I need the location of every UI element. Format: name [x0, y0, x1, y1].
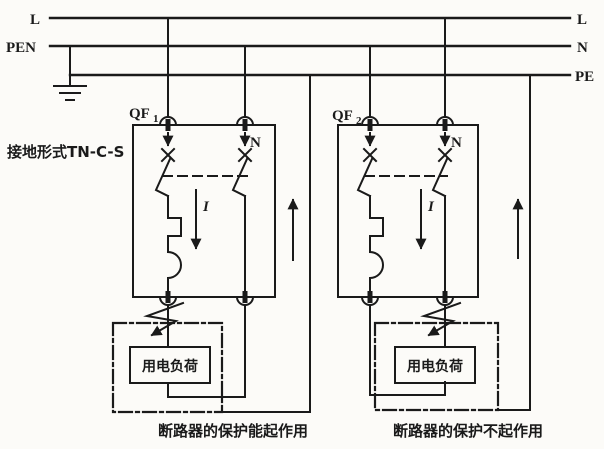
service-earth — [53, 45, 87, 101]
qf2-terminal-bump — [435, 116, 455, 127]
c1-load-label: 用电负荷 — [142, 358, 198, 375]
breaker-qf2: QF 2 N — [332, 108, 479, 306]
bus-label-l-left: L — [30, 12, 40, 28]
qf1-blade-left — [154, 157, 172, 198]
qf1-name: QF — [129, 106, 150, 122]
qf1-terminal-pin — [242, 119, 248, 131]
qf2-label: QF 2 — [332, 108, 362, 127]
earth-ground-icon — [53, 85, 87, 101]
qf2-frame — [337, 124, 479, 298]
qf1-name-sub: 1 — [153, 113, 159, 125]
qf2-thermal-release — [369, 195, 384, 253]
qf1-terminal-pin — [165, 119, 171, 131]
bus-label-pe-right: PE — [575, 69, 594, 85]
qf2-name-sub: 2 — [356, 115, 362, 127]
qf2-neutral-pole-label: N — [451, 135, 462, 151]
qf1-contact-x-icon — [160, 147, 253, 163]
qf1-magnetic-release — [166, 250, 182, 292]
qf1-blade-right — [231, 157, 249, 198]
c1-neutral-return — [167, 304, 246, 398]
c2-load-box — [394, 346, 476, 384]
qf1-terminal-pin — [165, 291, 171, 303]
qf2-terminal-pin — [442, 291, 448, 303]
c2-fault-arrow-icon — [420, 301, 462, 337]
bus-label-l-right: L — [577, 12, 587, 28]
qf1-terminal-bump — [235, 116, 255, 127]
qf1-terminal-pin — [242, 291, 248, 303]
c2-caption: 断路器的保护不起作用 — [393, 422, 543, 440]
qf2-blade-right — [431, 157, 449, 198]
qf1-label: QF 1 — [129, 106, 159, 125]
qf1-current-label: I — [202, 199, 210, 215]
qf2-name: QF — [332, 108, 353, 124]
c1-load: 用电负荷 — [129, 346, 211, 384]
bus-label-pen-left: PEN — [6, 40, 36, 56]
qf2-blade-left — [356, 157, 374, 198]
distribution-buses: L PEN L N PE — [6, 12, 594, 85]
qf1-terminal-bump — [158, 116, 178, 127]
circuit-1: QF 1 N — [111, 17, 311, 440]
earthing-form-label: 接地形式TN-C-S — [7, 143, 124, 161]
qf2-current-label: I — [427, 199, 435, 215]
qf2-terminal-bump — [360, 116, 380, 127]
c1-load-box — [129, 346, 211, 384]
c2-load-label: 用电负荷 — [407, 358, 463, 375]
c2-return-conductor — [369, 304, 446, 396]
qf1-thermal-release — [167, 195, 182, 253]
qf2-contact-x-icon — [362, 147, 453, 163]
qf1-neutral-pole-label: N — [250, 135, 261, 151]
circuit-2: QF 2 N — [332, 17, 543, 440]
c2-pe-bond-wire — [497, 74, 531, 411]
qf1-frame — [132, 124, 276, 298]
qf2-magnetic-release — [368, 250, 384, 292]
c1-pe-bond-wire — [221, 74, 311, 413]
qf2-terminal-pin — [442, 119, 448, 131]
breaker-qf1: QF 1 N — [129, 106, 276, 306]
c2-load: 用电负荷 — [394, 346, 476, 384]
bus-label-n-right: N — [577, 40, 588, 56]
c1-fault-arrow-icon — [143, 301, 185, 337]
qf2-terminal-pin — [367, 119, 373, 131]
c1-caption: 断路器的保护能起作用 — [158, 422, 308, 440]
c2-equipment-enclosure — [373, 321, 500, 412]
c1-equipment-enclosure — [111, 321, 224, 414]
qf2-terminal-pin — [367, 291, 373, 303]
